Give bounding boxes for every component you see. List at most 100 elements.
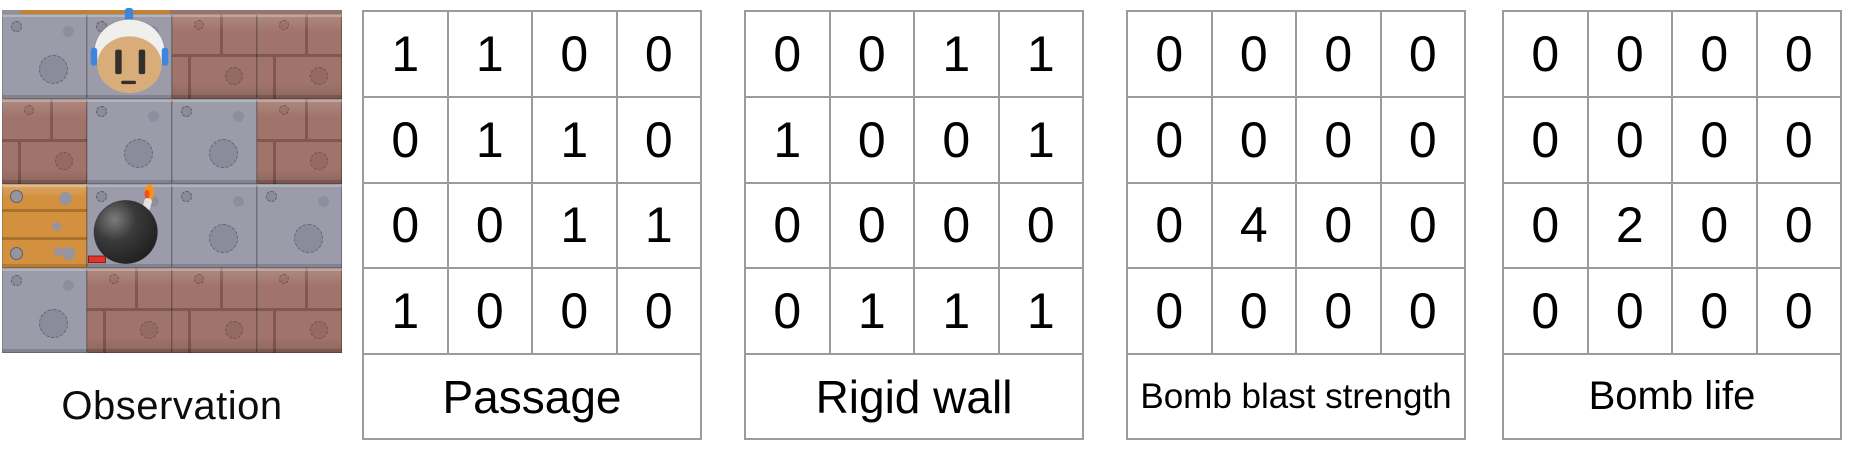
tile-rigid-wall (257, 268, 342, 353)
matrix-cell: 0 (1128, 269, 1211, 353)
tile-rigid-wall (2, 98, 87, 184)
matrix-cell: 0 (1673, 269, 1756, 353)
tile-agent (87, 8, 172, 99)
matrix-cell: 0 (1212, 12, 1295, 96)
matrix-cell: 0 (1297, 183, 1380, 268)
board-top-sliver (2, 10, 342, 14)
tile-passage (257, 183, 342, 269)
matrix-cell: 0 (1673, 183, 1756, 268)
bomberman-agent-icon (90, 8, 169, 94)
matrix-cell: 0 (1212, 97, 1295, 182)
tile-rigid-wall (257, 98, 342, 184)
matrix-cell: 1 (746, 97, 829, 182)
matrix-cell: 0 (1504, 12, 1587, 96)
sliver-wood-segment (20, 10, 170, 14)
matrix-cell: 0 (1128, 97, 1211, 182)
matrix-cell: 0 (1757, 269, 1840, 353)
matrix-cell: 0 (617, 97, 700, 182)
matrix-passage-label: Passage (364, 355, 700, 438)
matrix-cell: 0 (1588, 97, 1671, 182)
matrix-cell: 0 (1297, 97, 1380, 182)
matrix-cell: 0 (1757, 12, 1840, 96)
matrix-cell: 0 (1381, 97, 1464, 182)
bomb-icon (87, 183, 158, 264)
matrix-cell: 1 (915, 269, 998, 353)
matrix-cell: 1 (999, 97, 1082, 182)
matrix-cell: 0 (830, 97, 913, 182)
matrix-cell: 0 (448, 183, 531, 268)
tile-passage (87, 98, 172, 184)
matrix-cell: 1 (830, 269, 913, 353)
tile-passage (2, 268, 87, 353)
matrix-cell: 0 (1588, 269, 1671, 353)
matrix-cell: 0 (1381, 12, 1464, 96)
tile-passage (172, 98, 257, 184)
tile-wooden-crate (2, 183, 87, 269)
matrix-cell: 0 (1588, 12, 1671, 96)
matrix-cell: 0 (1297, 269, 1380, 353)
matrix-cell: 0 (915, 97, 998, 182)
sliver-stone-segment (2, 10, 20, 14)
matrix-cell: 0 (1381, 183, 1464, 268)
matrix-cell: 0 (1128, 183, 1211, 268)
matrix-cell: 0 (364, 183, 447, 268)
matrix-cell: 0 (1504, 97, 1587, 182)
matrix-cell: 0 (746, 269, 829, 353)
tile-passage (2, 14, 87, 99)
matrix-cell: 1 (617, 183, 700, 268)
tile-rigid-wall (87, 268, 172, 353)
matrix-bomb-blast-strength-label: Bomb blast strength (1128, 355, 1464, 438)
matrix-cell: 0 (915, 183, 998, 268)
matrix-cell: 0 (746, 12, 829, 96)
matrix-cell: 2 (1588, 183, 1671, 268)
matrix-cell: 1 (915, 12, 998, 96)
matrix-cell: 0 (1673, 12, 1756, 96)
matrix-cell: 0 (1212, 269, 1295, 353)
matrix-cell: 1 (448, 12, 531, 96)
matrix-cell: 0 (533, 269, 616, 353)
matrix-cell: 0 (999, 183, 1082, 268)
tile-rigid-wall (257, 14, 342, 99)
matrix-rigid-wall-label: Rigid wall (746, 355, 1082, 438)
matrix-cell: 0 (1128, 12, 1211, 96)
game-board (2, 8, 342, 353)
matrix-cell: 1 (999, 269, 1082, 353)
matrix-cell: 1 (448, 97, 531, 182)
matrix-cell: 1 (533, 183, 616, 268)
matrix-cell: 0 (830, 12, 913, 96)
matrix-cell: 0 (1757, 183, 1840, 268)
matrix-cell: 0 (830, 183, 913, 268)
matrix-cell: 0 (746, 183, 829, 268)
matrix-cell: 0 (448, 269, 531, 353)
tile-bomb (87, 183, 172, 269)
matrix-cell: 1 (364, 269, 447, 353)
tile-passage (172, 183, 257, 269)
matrix-cell: 1 (364, 12, 447, 96)
matrix-cell: 0 (1757, 97, 1840, 182)
matrix-cell: 0 (364, 97, 447, 182)
matrix-cell: 0 (533, 12, 616, 96)
matrix-cell: 4 (1212, 183, 1295, 268)
board-tiles (2, 8, 342, 353)
sliver-brick-segment (170, 10, 342, 14)
matrix-cell: 0 (1504, 269, 1587, 353)
matrix-cell: 0 (617, 269, 700, 353)
observation-caption: Observation (61, 384, 283, 428)
tile-rigid-wall (172, 14, 257, 99)
tile-rigid-wall (172, 268, 257, 353)
matrix-cell: 0 (1297, 12, 1380, 96)
matrix-cell: 1 (999, 12, 1082, 96)
matrix-cell: 1 (533, 97, 616, 182)
matrix-cell: 0 (1673, 97, 1756, 182)
matrix-bomb-life-label: Bomb life (1504, 355, 1840, 438)
matrix-cell: 0 (617, 12, 700, 96)
